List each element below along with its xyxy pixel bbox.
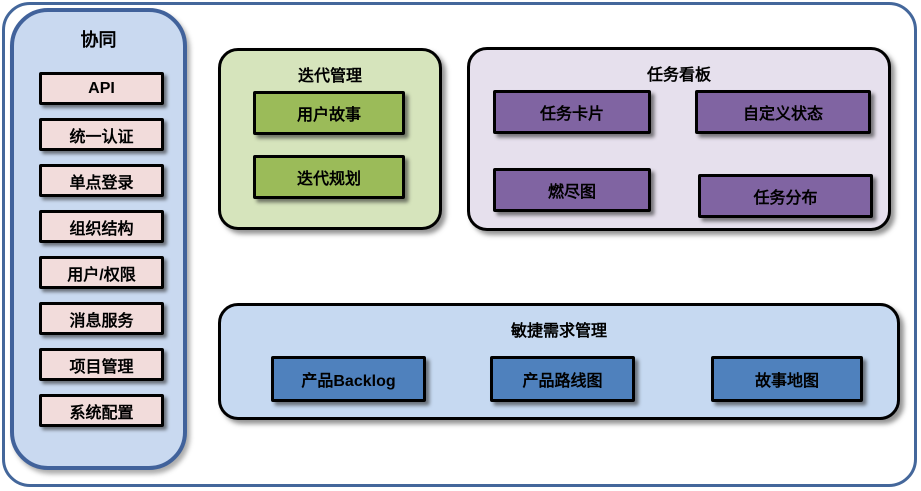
item-product-roadmap: 产品路线图 [490, 356, 635, 402]
item-burndown-chart: 燃尽图 [493, 168, 651, 212]
item-story-map: 故事地图 [711, 356, 863, 402]
item-task-distribution: 任务分布 [698, 174, 873, 218]
taskboard-panel-title: 任务看板 [646, 67, 711, 84]
sidebar-item-message-service: 消息服务 [39, 302, 164, 335]
sidebar-item-project-management: 项目管理 [39, 348, 164, 381]
sidebar-item-user-permissions: 用户/权限 [39, 256, 164, 289]
requirements-panel-title: 敏捷需求管理 [510, 323, 607, 340]
iteration-panel-title: 迭代管理 [297, 68, 362, 85]
sidebar-item-list: API 统一认证 单点登录 组织结构 用户/权限 消息服务 项目管理 系统配置 [39, 72, 164, 427]
agile-requirements-panel: 敏捷需求管理 产品Backlog 产品路线图 故事地图 [218, 303, 900, 420]
item-user-story: 用户故事 [253, 91, 405, 135]
sidebar-item-unified-auth: 统一认证 [39, 118, 164, 151]
sidebar-item-api: API [39, 72, 164, 105]
sidebar-title: 协同 [80, 30, 117, 50]
item-product-backlog: 产品Backlog [271, 356, 426, 402]
task-board-panel: 任务看板 任务卡片 自定义状态 燃尽图 任务分布 [467, 47, 891, 231]
sidebar-item-org-structure: 组织结构 [39, 210, 164, 243]
sidebar-panel: 协同 API 统一认证 单点登录 组织结构 用户/权限 消息服务 项目管理 系统… [10, 8, 187, 470]
item-iteration-planning: 迭代规划 [253, 155, 405, 199]
item-custom-status: 自定义状态 [695, 90, 871, 134]
iteration-management-panel: 迭代管理 用户故事 迭代规划 [218, 48, 442, 230]
sidebar-item-sso: 单点登录 [39, 164, 164, 197]
sidebar-item-system-config: 系统配置 [39, 394, 164, 427]
item-task-card: 任务卡片 [493, 90, 651, 134]
